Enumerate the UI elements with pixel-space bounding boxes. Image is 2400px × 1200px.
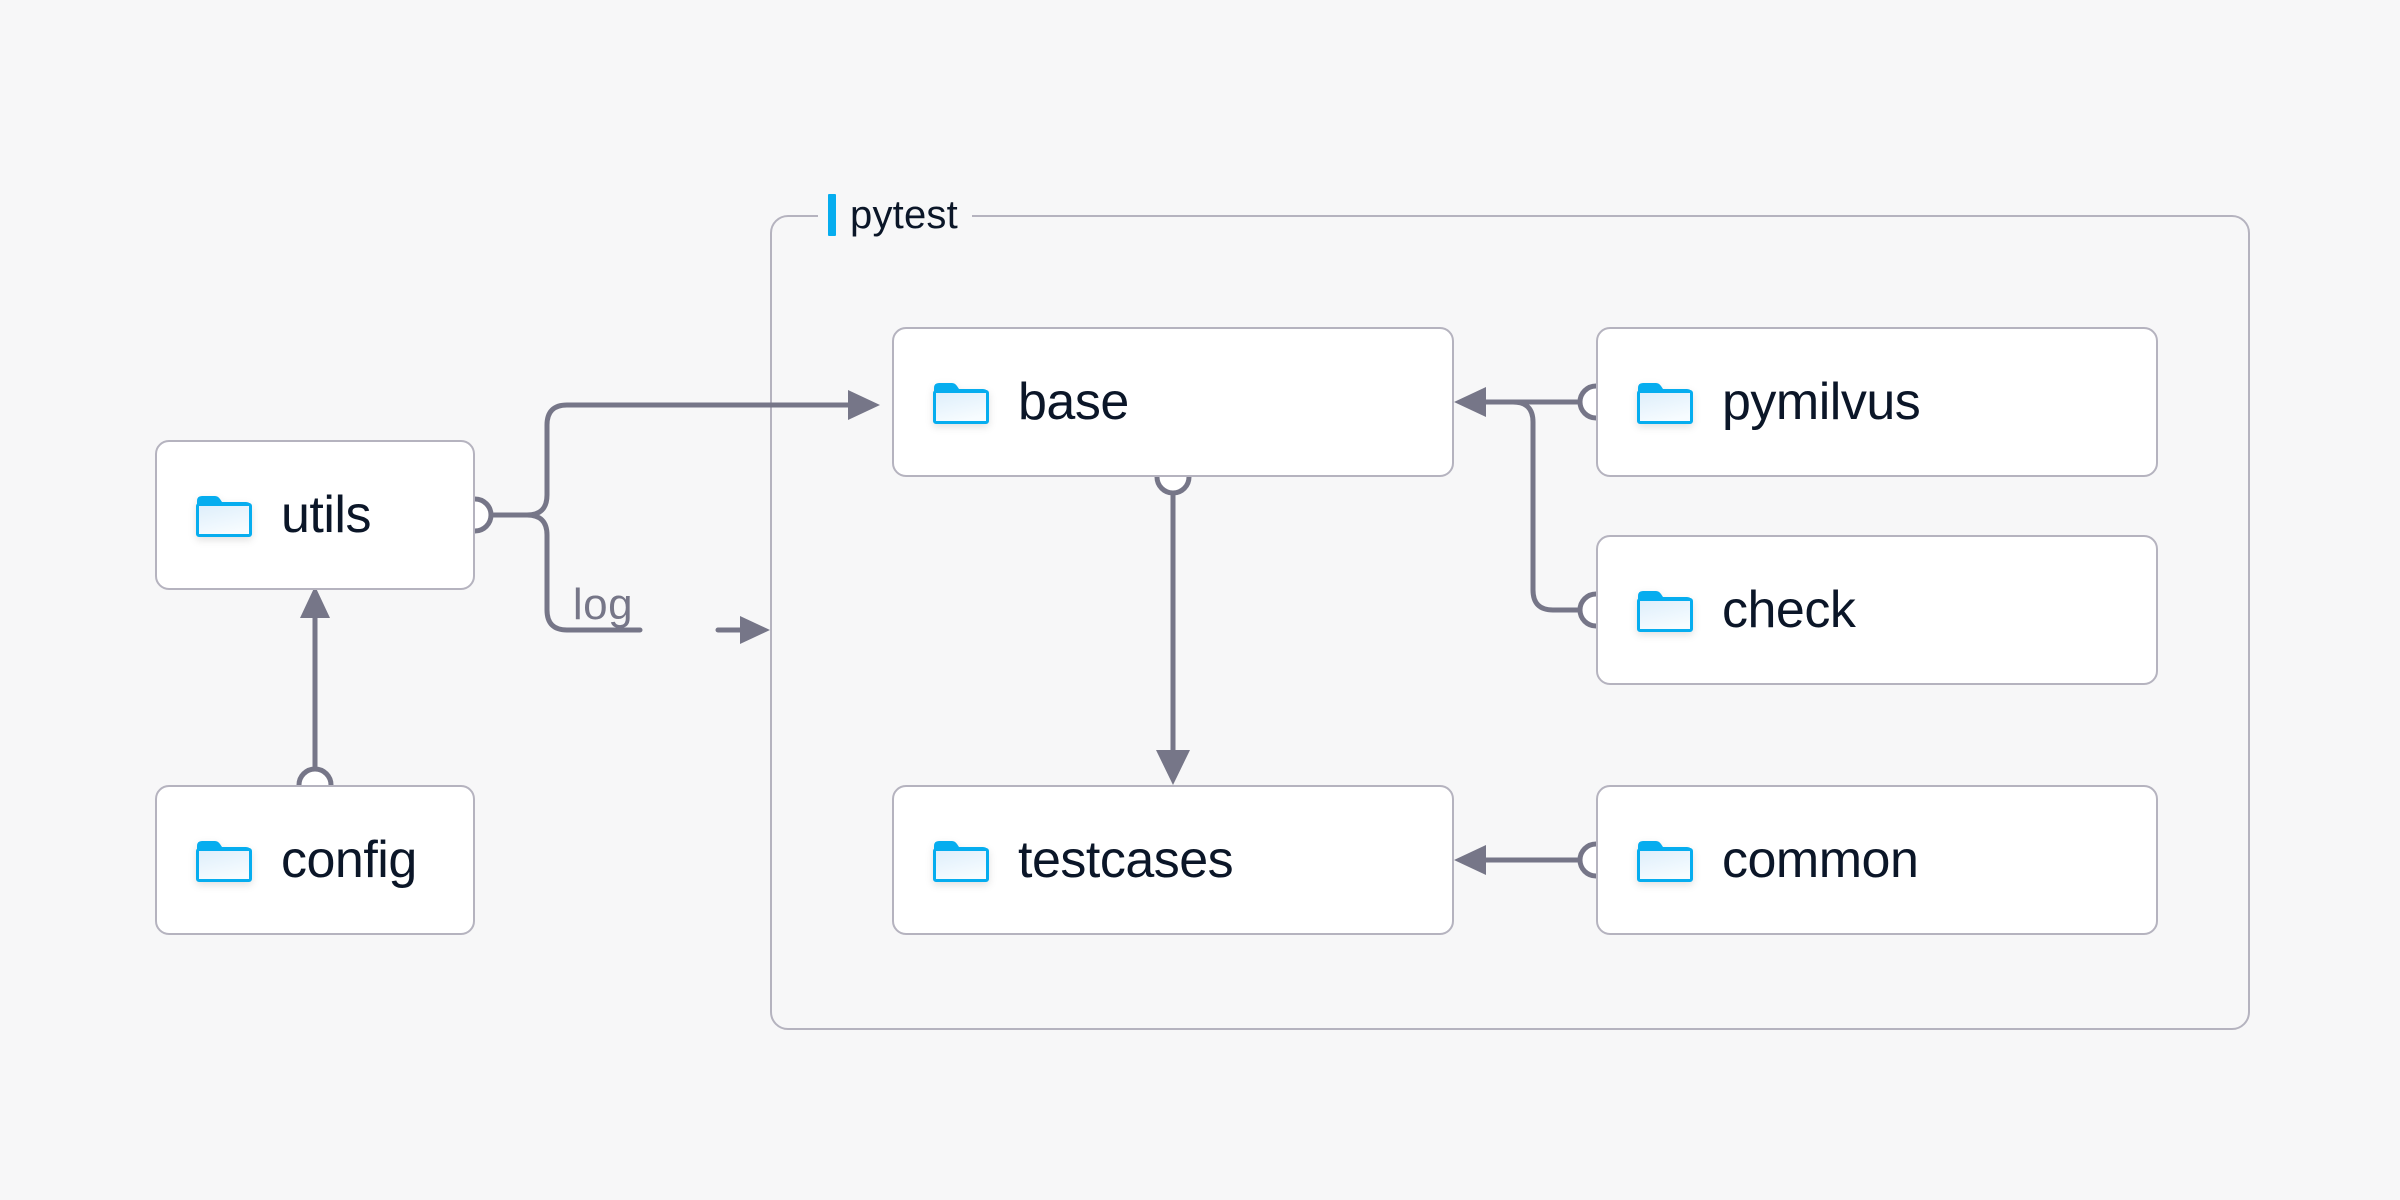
folder-icon: [195, 492, 253, 538]
folder-icon: [195, 837, 253, 883]
group-accent-bar: [828, 194, 836, 236]
group-container-pytest[interactable]: [770, 215, 2250, 1030]
folder-icon: [932, 379, 990, 425]
node-label: config: [281, 831, 417, 889]
folder-icon: [1636, 379, 1694, 425]
folder-icon: [1636, 587, 1694, 633]
node-pymilvus[interactable]: pymilvus: [1596, 327, 2158, 477]
node-common[interactable]: common: [1596, 785, 2158, 935]
node-label: pymilvus: [1722, 373, 1921, 431]
node-config[interactable]: config: [155, 785, 475, 935]
node-base[interactable]: base: [892, 327, 1454, 477]
node-label: testcases: [1018, 831, 1234, 889]
node-check[interactable]: check: [1596, 535, 2158, 685]
group-title: pytest: [850, 192, 958, 237]
node-label: utils: [281, 486, 371, 544]
folder-icon: [932, 837, 990, 883]
edge-config-to-utils: [296, 586, 334, 804]
node-testcases[interactable]: testcases: [892, 785, 1454, 935]
group-label-pytest: pytest: [818, 191, 972, 239]
node-label: base: [1018, 373, 1129, 431]
edge-label-log: log: [572, 580, 634, 629]
node-label: check: [1722, 581, 1856, 639]
edge-log-arrow: [715, 616, 770, 644]
node-utils[interactable]: utils: [155, 440, 475, 590]
node-label: common: [1722, 831, 1919, 889]
folder-icon: [1636, 837, 1694, 883]
